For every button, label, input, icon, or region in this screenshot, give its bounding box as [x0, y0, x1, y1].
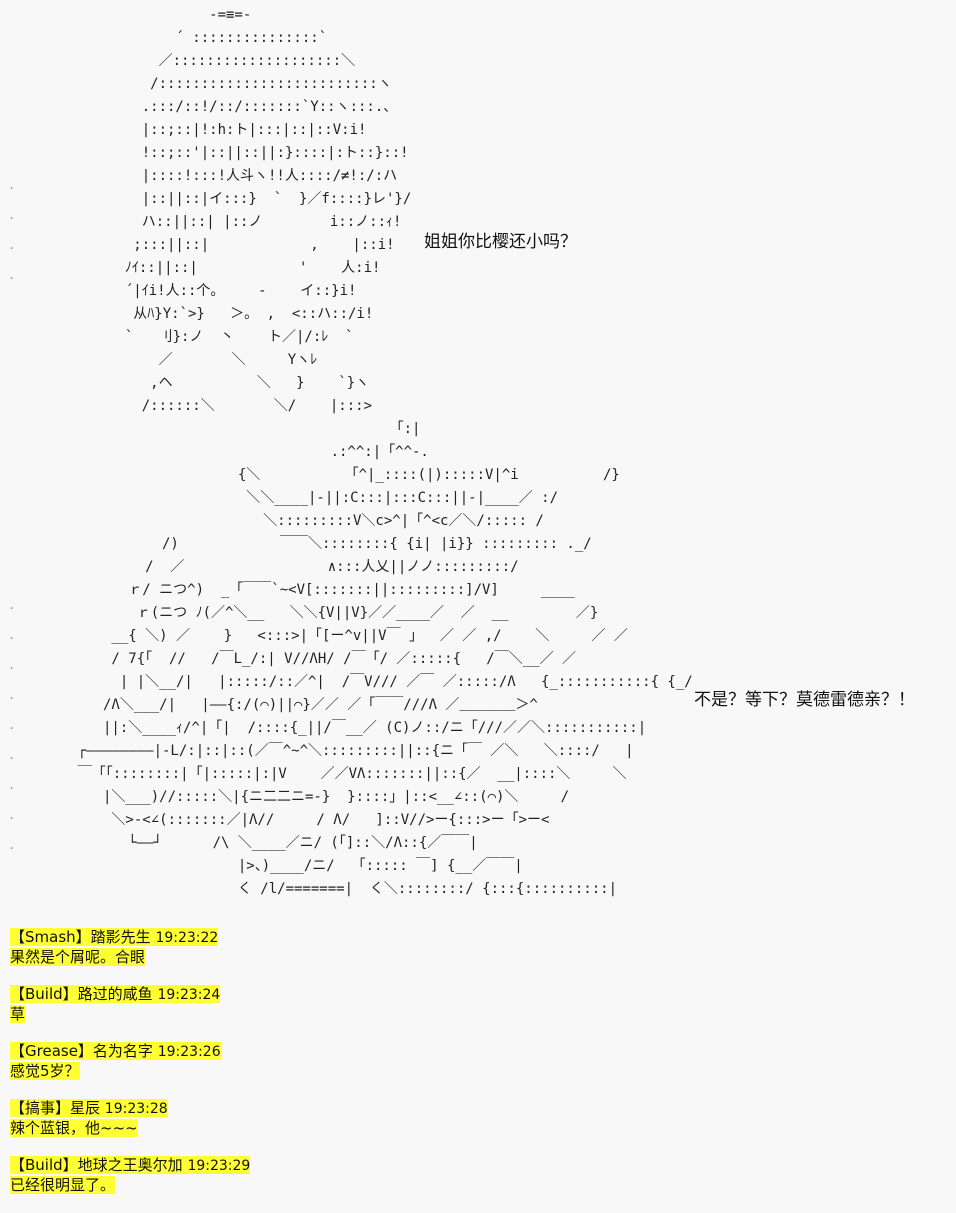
comment-header: 【Grease】名为名字	[10, 1042, 153, 1060]
comment-time: 19:23:22	[155, 930, 219, 946]
comment-item: 【Build】地球之王奥尔加 19:23:29 已经很明显了。	[10, 1156, 610, 1195]
comment-text: 辣个蓝银，他~~~	[10, 1119, 138, 1137]
comment-time: 19:23:28	[104, 1101, 168, 1117]
speech-line-1: 姐姐你比樱还小吗？	[424, 232, 577, 252]
comment-text: 草	[10, 1005, 26, 1023]
comment-item: 【搞事】星辰 19:23:28 辣个蓝银，他~~~	[10, 1099, 610, 1138]
comment-text: 果然是个屑呢。合眼	[10, 948, 146, 966]
speech-line-2: 不是？等下？莫德雷德亲？！	[694, 690, 915, 710]
comment-header: 【Build】路过的咸鱼	[10, 985, 153, 1003]
comment-text: 感觉5岁？	[10, 1062, 80, 1080]
comment-item: 【Smash】踏影先生 19:23:22 果然是个屑呢。合眼	[10, 928, 610, 967]
comment-time: 19:23:29	[187, 1158, 251, 1174]
ascii-art-girl: -=≡=- ´ :::::::::::::::` ／::::::::::::::…	[124, 7, 412, 414]
comment-header: 【搞事】星辰	[10, 1099, 101, 1117]
comment-item: 【Grease】名为名字 19:23:26 感觉5岁？	[10, 1042, 610, 1081]
comment-item: 【Build】路过的咸鱼 19:23:24 草	[10, 985, 610, 1024]
comment-time: 19:23:24	[157, 987, 221, 1003]
comment-text: 已经很明显了。	[10, 1176, 116, 1194]
ascii-art-mech: 「:| .:^^:|「^^-. {＼ 「^|_::::(|):::::V|^i …	[77, 421, 693, 897]
comment-list: 【Smash】踏影先生 19:23:22 果然是个屑呢。合眼 【Build】路过…	[10, 928, 610, 1213]
comment-header: 【Build】地球之王奥尔加	[10, 1156, 183, 1174]
margin-dots: .............	[8, 178, 16, 852]
comment-time: 19:23:26	[157, 1044, 221, 1060]
comment-header: 【Smash】踏影先生	[10, 928, 151, 946]
